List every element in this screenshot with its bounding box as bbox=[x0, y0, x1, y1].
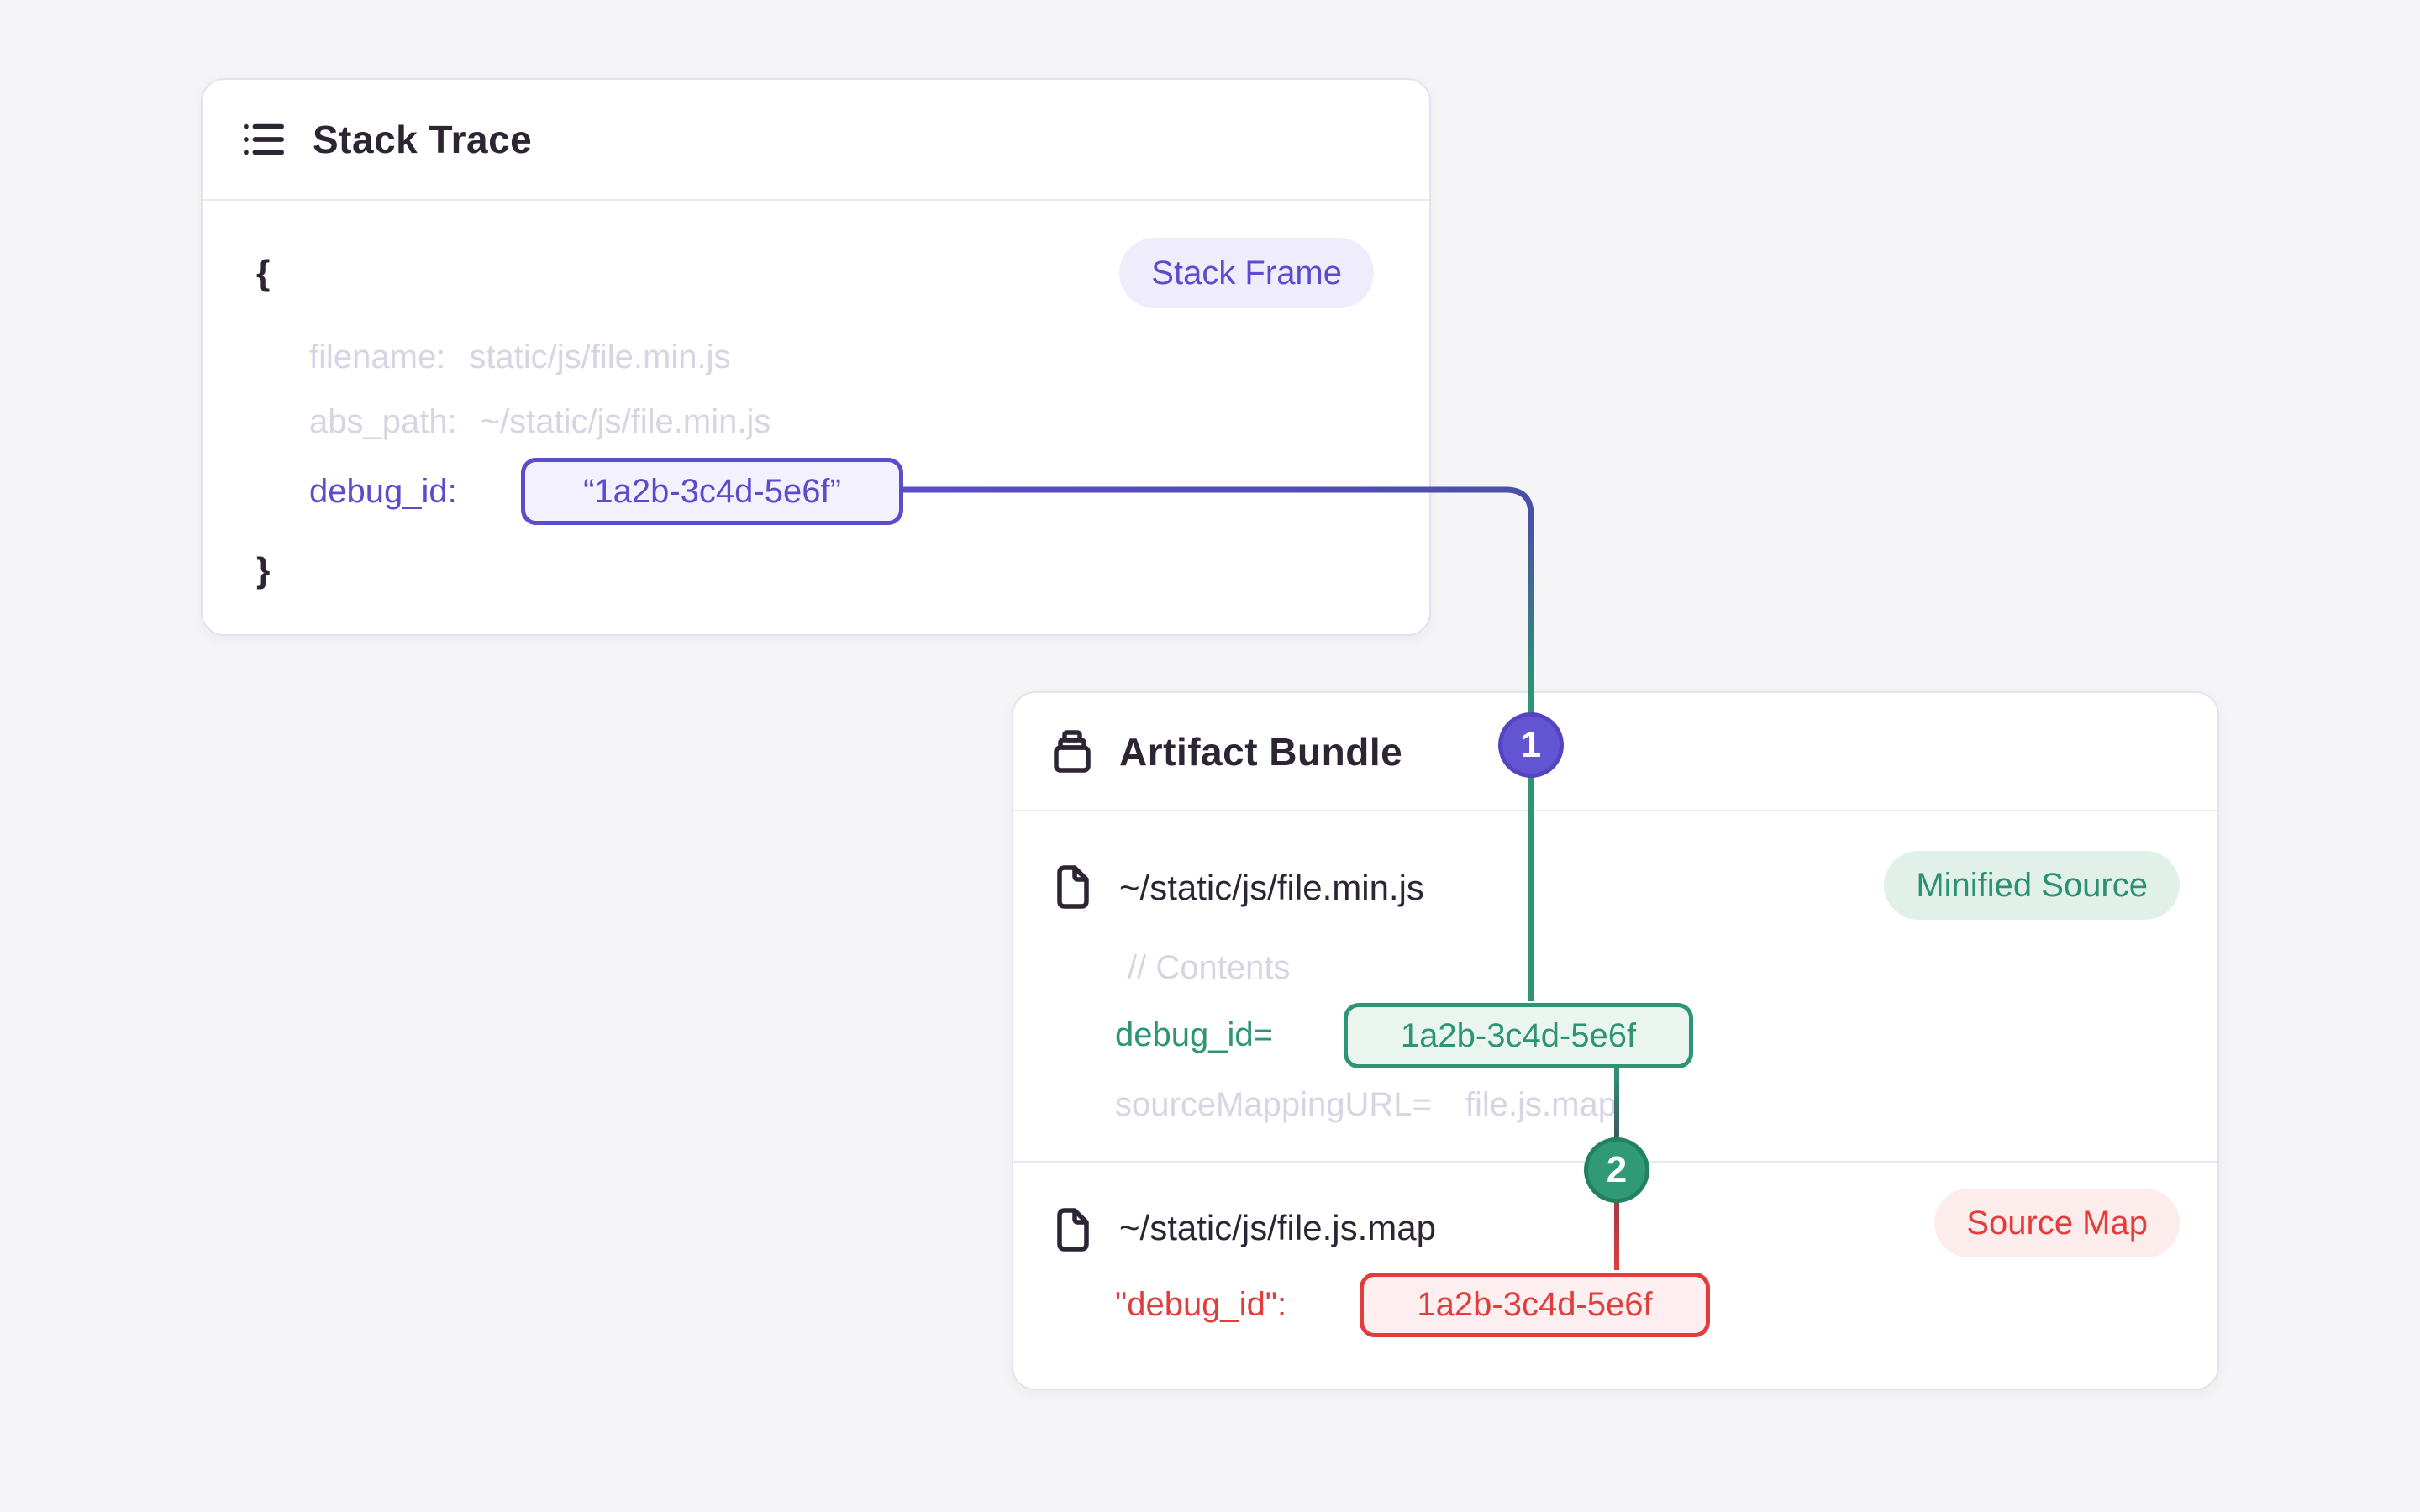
archive-icon bbox=[1054, 729, 1091, 773]
map-debug-id-value-chip: 1a2b-3c4d-5e6f bbox=[1360, 1273, 1710, 1337]
map-debug-id-label: "debug_id": bbox=[1115, 1286, 1287, 1323]
abs-path-value: ~/static/js/file.min.js bbox=[480, 403, 771, 440]
abs-path-label: abs_path: bbox=[309, 403, 457, 440]
code-line-debug-id: debug_id: bbox=[309, 475, 457, 508]
minified-source-badge: Minified Source bbox=[1884, 851, 2180, 920]
filename-value: static/js/file.min.js bbox=[469, 339, 731, 375]
artifact-bundle-header: Artifact Bundle bbox=[1013, 693, 2217, 811]
bundle-debug-id-value-chip: 1a2b-3c4d-5e6f bbox=[1344, 1003, 1693, 1068]
debug-id-value-chip: “1a2b-3c4d-5e6f” bbox=[521, 458, 903, 525]
bundle-debug-id-label: debug_id= bbox=[1115, 1016, 1273, 1053]
stack-frame-badge: Stack Frame bbox=[1119, 238, 1374, 308]
file-name-minified: ~/static/js/file.min.js bbox=[1119, 868, 1424, 907]
step-marker-1: 1 bbox=[1498, 712, 1564, 778]
debug-id-label: debug_id: bbox=[309, 473, 457, 510]
list-icon bbox=[244, 123, 284, 155]
map-debug-id-line: "debug_id": bbox=[1115, 1288, 1286, 1321]
artifact-bundle-title: Artifact Bundle bbox=[1119, 729, 1403, 774]
code-close-brace: } bbox=[256, 550, 271, 590]
bundle-debug-id-line: debug_id= bbox=[1115, 1018, 1273, 1052]
filename-label: filename: bbox=[309, 339, 446, 375]
source-map-badge: Source Map bbox=[1934, 1189, 2180, 1257]
source-mapping-value: file.js.map bbox=[1465, 1086, 1617, 1123]
file-name-source-map: ~/static/js/file.js.map bbox=[1119, 1208, 1436, 1247]
stack-trace-title: Stack Trace bbox=[313, 118, 533, 161]
step-marker-2: 2 bbox=[1584, 1137, 1649, 1203]
source-mapping-label: sourceMappingURL= bbox=[1115, 1086, 1432, 1123]
code-open-brace: { bbox=[256, 253, 271, 292]
source-mapping-line: sourceMappingURL= file.js.map bbox=[1115, 1088, 1617, 1121]
code-line-filename: filename: static/js/file.min.js bbox=[309, 340, 730, 374]
stack-trace-card: Stack Trace Stack Frame { filename: stat… bbox=[201, 78, 1431, 636]
stack-trace-header: Stack Trace bbox=[203, 80, 1429, 201]
contents-comment: // Contents bbox=[1128, 949, 1291, 986]
file-icon bbox=[1057, 1208, 1089, 1252]
code-line-abs-path: abs_path: ~/static/js/file.min.js bbox=[309, 405, 771, 438]
artifact-bundle-card: Artifact Bundle ~/static/js/file.min.js … bbox=[1012, 691, 2219, 1390]
file-icon bbox=[1057, 865, 1089, 909]
